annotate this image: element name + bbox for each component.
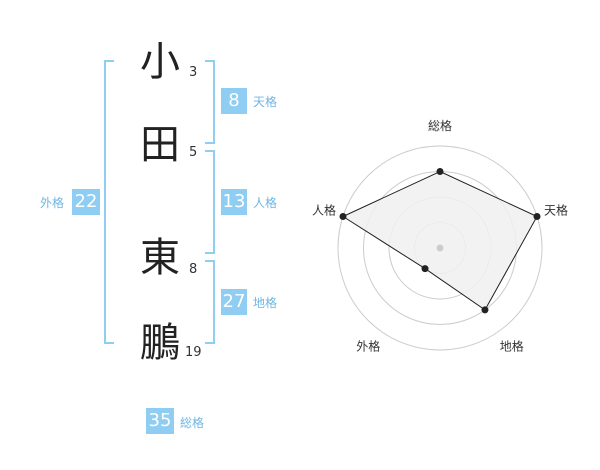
chikaku-bracket	[205, 260, 215, 344]
chikaku-value-badge: 27	[221, 289, 247, 315]
stroke-count-1: 3	[189, 65, 198, 80]
name-char-2: 田	[140, 122, 180, 168]
tenkaku-bracket	[205, 60, 215, 144]
name-char-1: 小	[140, 39, 180, 85]
soukaku-value-badge: 35	[146, 408, 174, 434]
radar-axis-label: 外格	[356, 339, 380, 354]
radar-ring	[337, 145, 543, 351]
stroke-count-4: 19	[185, 345, 202, 360]
gaikaku-label: 外格	[40, 196, 65, 210]
radar-point-外格	[421, 265, 429, 273]
jinkaku-label: 人格	[253, 196, 278, 210]
tenkaku-label: 天格	[253, 95, 278, 109]
radar-points	[339, 168, 541, 314]
radar-point-人格	[339, 212, 347, 220]
gaikaku-value-badge: 22	[72, 189, 100, 215]
name-char-3: 東	[140, 235, 180, 281]
jinkaku-value-badge: 13	[221, 189, 247, 215]
stroke-count-2: 5	[189, 145, 198, 160]
jinkaku-bracket	[205, 150, 215, 254]
radar-axis-label: 人格	[312, 202, 336, 217]
radar-center-dot	[436, 244, 444, 252]
radar-point-総格	[436, 168, 444, 175]
tenkaku-value-badge: 8	[221, 88, 247, 114]
gaikaku-bracket	[104, 60, 114, 344]
name-char-4: 鵬	[140, 320, 180, 366]
radar-axis-label: 天格	[544, 202, 568, 217]
soukaku-label: 総格	[180, 416, 205, 430]
radar-point-天格	[533, 212, 541, 220]
radar-polygon	[341, 170, 538, 311]
stroke-count-3: 8	[189, 262, 198, 277]
radar-axis-label: 総格	[428, 118, 452, 133]
radar-point-地格	[481, 306, 489, 314]
chikaku-label: 地格	[253, 296, 278, 310]
radar-axis-label: 地格	[500, 339, 524, 354]
